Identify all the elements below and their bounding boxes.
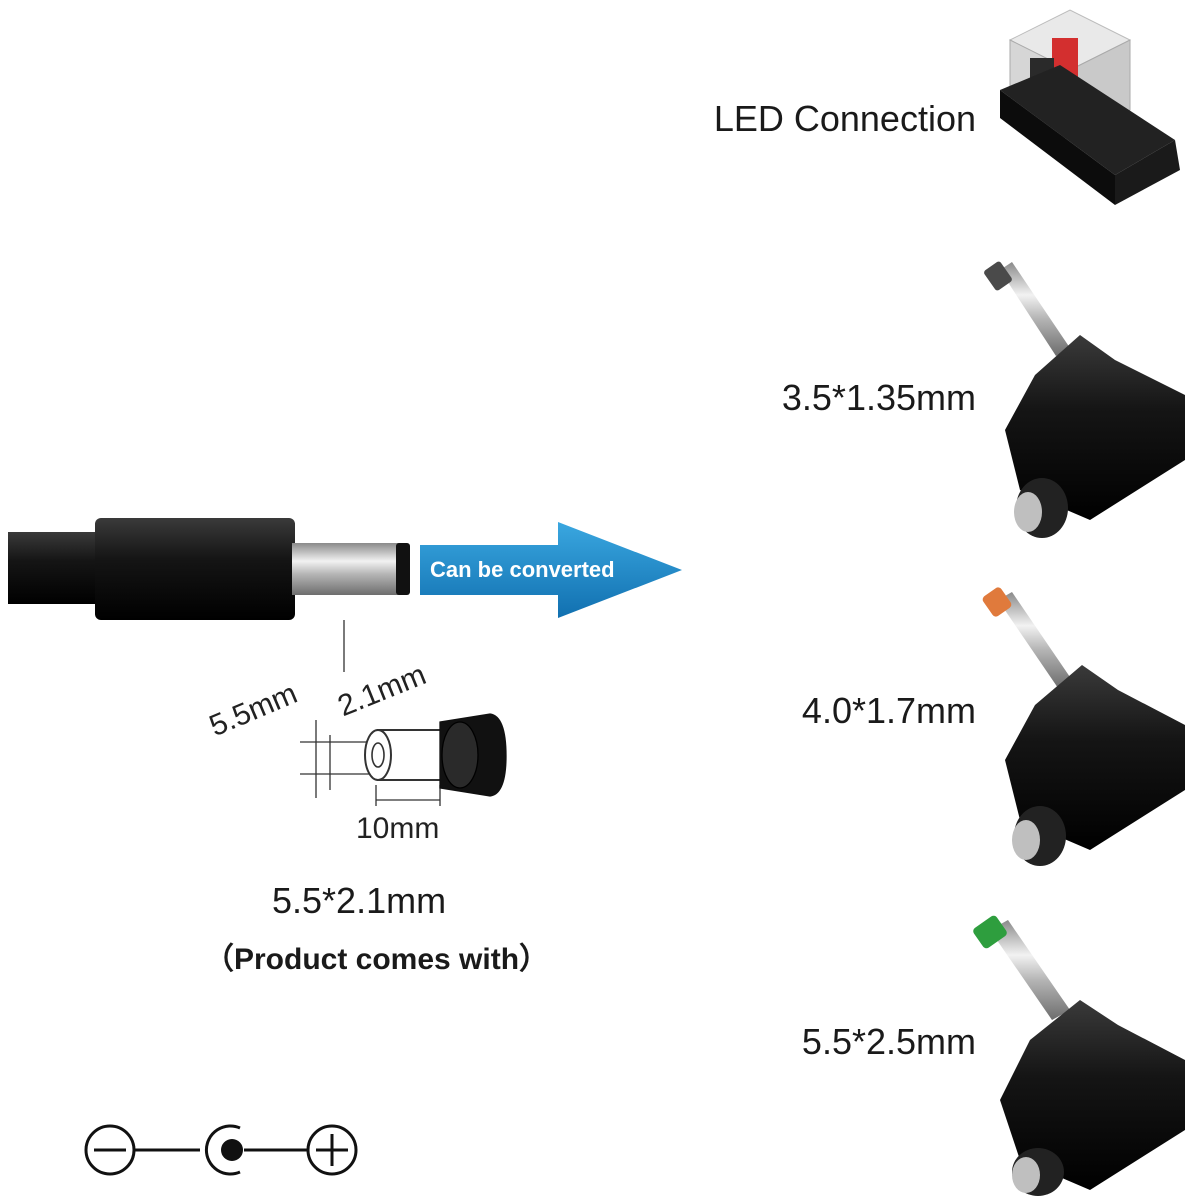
center-positive-icon bbox=[204, 1124, 243, 1176]
plug-dimension-diagram bbox=[300, 620, 507, 806]
adapter-5-5-image bbox=[973, 915, 1185, 1196]
adapter-4-0-image bbox=[982, 587, 1185, 866]
dim-length: 10mm bbox=[356, 812, 440, 845]
arrow-shape bbox=[420, 522, 682, 618]
adapter-3-5-image bbox=[984, 261, 1185, 538]
led-connection-adapter-image bbox=[1000, 9, 1180, 205]
adapter-label-led: LED Connection bbox=[713, 98, 976, 139]
polarity-symbol bbox=[84, 1124, 358, 1176]
adapter-label-4-0: 4.0*1.7mm bbox=[801, 690, 976, 731]
plug-note: （Product comes with） bbox=[204, 943, 550, 976]
dc-plug-cable bbox=[8, 518, 410, 620]
adapter-label-5-5: 5.5*2.5mm bbox=[801, 1021, 976, 1062]
plus-icon bbox=[306, 1124, 358, 1176]
plug-size-label: 5.5*2.1mm bbox=[272, 880, 447, 921]
arrow-label: Can be converted bbox=[430, 557, 615, 582]
minus-icon bbox=[84, 1124, 136, 1176]
adapter-label-3-5: 3.5*1.35mm bbox=[781, 377, 976, 418]
